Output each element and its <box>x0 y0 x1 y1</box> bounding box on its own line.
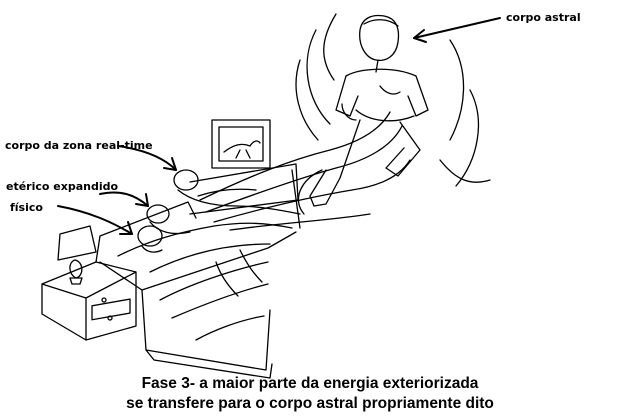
energy-streams <box>200 14 490 230</box>
caption-line-2: se transfere para o corpo astral propria… <box>60 394 560 413</box>
label-fisico: físico <box>10 201 43 214</box>
label-corpo-astral: corpo astral <box>506 11 581 24</box>
arrow-astral <box>414 18 500 42</box>
nightstand <box>42 262 136 340</box>
caption-line-1: Fase 3- a maior parte da energia exterio… <box>60 374 560 393</box>
label-corpo-zona-real-time: corpo da zona real-time <box>5 139 153 152</box>
arrow-fisico <box>58 206 132 234</box>
sleeping-figures <box>138 170 300 252</box>
astral-body <box>310 16 428 206</box>
label-eterico-expandido: etérico expandido <box>6 180 118 193</box>
arrows <box>58 18 500 234</box>
arrow-eterico <box>100 193 148 207</box>
wall-picture <box>212 120 270 168</box>
